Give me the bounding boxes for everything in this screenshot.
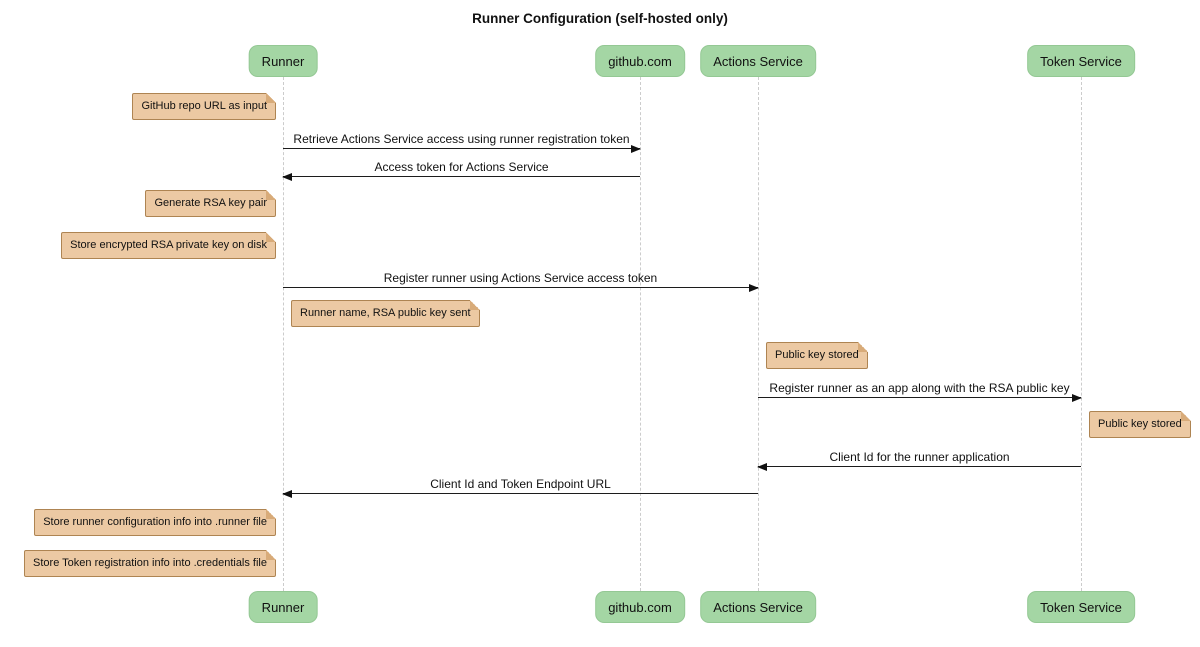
message-register-runner-app: Register runner as an app along with the… <box>758 379 1082 402</box>
note-text: Generate RSA key pair <box>154 197 267 209</box>
arrowhead-left-icon <box>282 490 292 498</box>
lifeline-github-com <box>640 77 641 591</box>
note-store-credentials-file: Store Token registration info into .cred… <box>24 550 276 577</box>
note-text: Store Token registration info into .cred… <box>33 557 267 569</box>
message-label: Register runner as an app along with the… <box>769 381 1070 395</box>
note-public-key-stored-token: Public key stored <box>1089 411 1191 438</box>
message-register-runner: Register runner using Actions Service ac… <box>283 269 759 292</box>
arrowhead-right-icon <box>631 145 641 153</box>
note-fold-icon <box>469 300 480 310</box>
note-text: Store encrypted RSA private key on disk <box>70 239 267 251</box>
note-fold-icon <box>266 550 276 560</box>
participant-runner-bottom: Runner <box>248 591 318 623</box>
note-text: Store runner configuration info into .ru… <box>43 516 267 528</box>
lifeline-token-service <box>1081 77 1082 591</box>
message-line <box>283 493 758 494</box>
participant-github-com-top: github.com <box>595 45 685 77</box>
message-line <box>283 287 758 288</box>
note-store-runner-file: Store runner configuration info into .ru… <box>34 509 276 536</box>
note-store-private-key: Store encrypted RSA private key on disk <box>61 232 276 259</box>
message-label: Register runner using Actions Service ac… <box>383 271 658 285</box>
arrowhead-left-icon <box>757 463 767 471</box>
lifeline-runner <box>283 77 284 591</box>
message-line <box>283 176 640 177</box>
note-fold-icon <box>266 509 276 519</box>
note-fold-icon <box>266 93 276 103</box>
note-fold-icon <box>266 190 276 200</box>
note-generate-rsa-key: Generate RSA key pair <box>145 190 276 217</box>
message-label: Access token for Actions Service <box>374 160 549 174</box>
participant-token-service-top: Token Service <box>1027 45 1135 77</box>
note-text: Public key stored <box>1098 418 1182 430</box>
message-label: Retrieve Actions Service access using ru… <box>293 132 630 146</box>
note-fold-icon <box>266 232 276 242</box>
message-line <box>758 466 1081 467</box>
message-access-token: Access token for Actions Service <box>282 158 640 181</box>
note-text: Runner name, RSA public key sent <box>300 307 471 319</box>
note-text: GitHub repo URL as input <box>141 100 267 112</box>
message-retrieve-actions-access: Retrieve Actions Service access using ru… <box>283 130 641 153</box>
note-text: Public key stored <box>775 349 859 361</box>
participant-actions-service-bottom: Actions Service <box>700 591 816 623</box>
note-github-repo-url: GitHub repo URL as input <box>132 93 276 120</box>
note-public-key-stored-actions: Public key stored <box>766 342 868 369</box>
message-client-id-runner-app: Client Id for the runner application <box>757 448 1081 471</box>
arrowhead-right-icon <box>1072 394 1082 402</box>
participant-runner-top: Runner <box>248 45 318 77</box>
message-client-id-endpoint: Client Id and Token Endpoint URL <box>282 475 758 498</box>
message-line <box>283 148 640 149</box>
participant-github-com-bottom: github.com <box>595 591 685 623</box>
lifeline-actions-service <box>758 77 759 591</box>
message-label: Client Id for the runner application <box>829 450 1010 464</box>
participant-actions-service-top: Actions Service <box>700 45 816 77</box>
message-line <box>758 397 1081 398</box>
note-runner-name-sent: Runner name, RSA public key sent <box>291 300 480 327</box>
participant-token-service-bottom: Token Service <box>1027 591 1135 623</box>
arrowhead-left-icon <box>282 173 292 181</box>
note-fold-icon <box>857 342 868 352</box>
message-label: Client Id and Token Endpoint URL <box>430 477 611 491</box>
note-fold-icon <box>1180 411 1191 421</box>
diagram-title: Runner Configuration (self-hosted only) <box>472 11 728 26</box>
arrowhead-right-icon <box>749 284 759 292</box>
